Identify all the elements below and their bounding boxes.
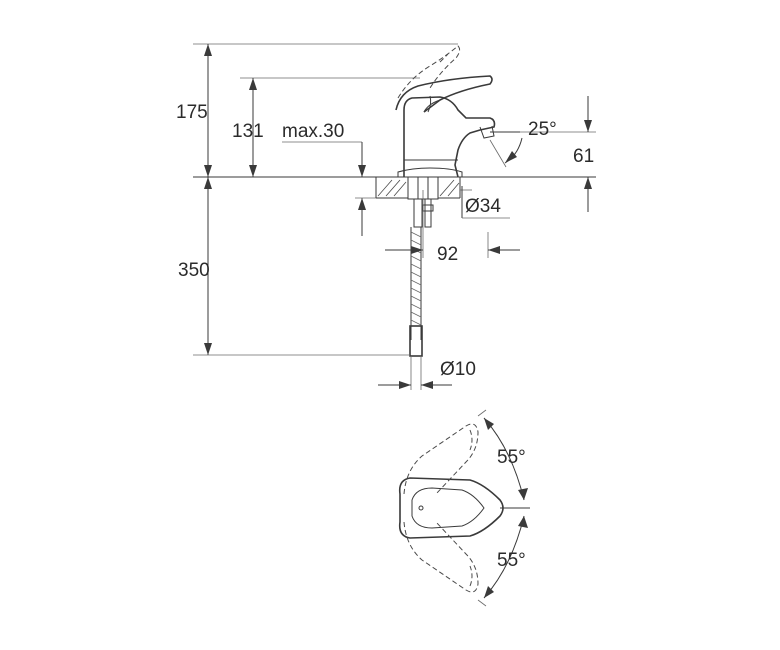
angle-55-lower (477, 515, 528, 607)
counter-slab (375, 177, 461, 199)
top-view-handle (398, 477, 504, 539)
spout-angle-25 (489, 131, 596, 168)
angle-55-lower-label: 55° (497, 550, 526, 571)
dimension-131 (240, 77, 420, 177)
top-view: 55° 55° (398, 409, 530, 607)
dimension-d34 (460, 186, 510, 219)
dim-92-label: 92 (437, 244, 458, 265)
dim-d34-label: Ø34 (465, 196, 501, 217)
angle-55-upper (477, 409, 528, 501)
dim-131-label: 131 (232, 121, 264, 142)
side-view: 175 131 max.30 (176, 43, 596, 390)
top-view-handle-right-rotation (403, 521, 479, 593)
dimension-max30 (282, 141, 376, 236)
dimension-61 (584, 96, 592, 212)
dim-350-label: 350 (178, 260, 210, 281)
dimension-175 (193, 43, 458, 177)
dimension-350 (193, 177, 410, 356)
top-view-handle-left-rotation (403, 423, 479, 495)
dim-d10-label: Ø10 (440, 359, 476, 380)
angle-25-label: 25° (528, 119, 557, 140)
dim-61-label: 61 (573, 146, 594, 167)
dimension-92 (385, 190, 520, 258)
dim-max30-label: max.30 (282, 121, 344, 142)
faucet-body (395, 45, 496, 178)
dimension-d10 (378, 356, 452, 390)
dim-175-label: 175 (176, 102, 208, 123)
angle-55-upper-label: 55° (497, 447, 526, 468)
